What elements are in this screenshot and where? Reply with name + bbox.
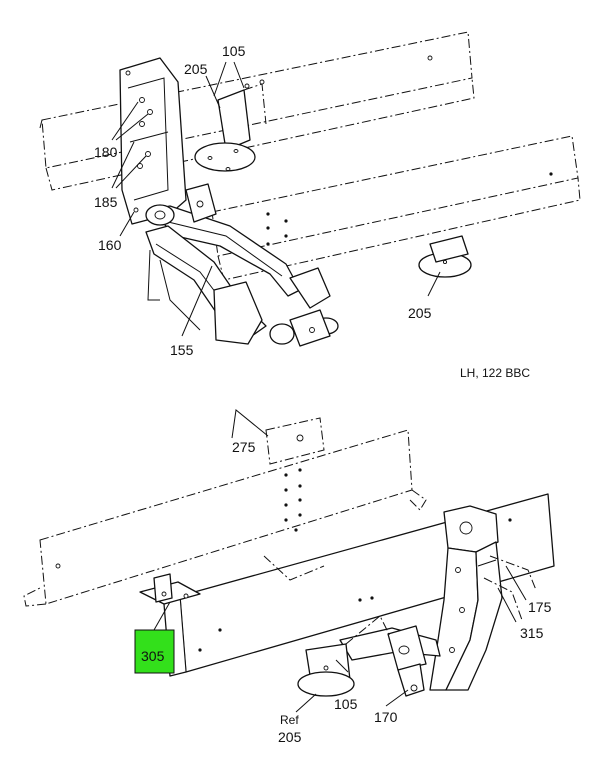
view-caption: LH, 122 BBC: [460, 366, 530, 380]
lower-hanger-bracket: [429, 505, 503, 691]
callout-205-lower: 205: [278, 729, 302, 745]
callout-170: 170: [374, 709, 398, 725]
callout-315: 315: [520, 625, 544, 641]
upper-frame-rail-rear: [39, 31, 475, 191]
callout-205-upper-left: 205: [184, 61, 208, 77]
upper-view: 105 205 180 185 160 155 205 LH, 122 BBC: [39, 31, 581, 380]
highlighted-callout-box[interactable]: [134, 629, 175, 674]
callout-205-upper-right: 205: [408, 305, 432, 321]
lower-frame-rail-back: [23, 429, 427, 607]
lower-lever-assembly: [297, 615, 441, 697]
callout-180: 180: [94, 144, 118, 160]
upper-mount-pad-left: [194, 83, 267, 172]
callout-105-lower: 105: [334, 696, 358, 712]
upper-mount-pad-right: [418, 235, 472, 278]
callout-160: 160: [98, 237, 122, 253]
callout-275: 275: [232, 439, 256, 455]
lower-crossmember-275: [265, 417, 325, 465]
lower-leaders: [153, 409, 527, 713]
callout-305[interactable]: 305: [141, 648, 165, 664]
callout-ref-label: Ref: [280, 713, 299, 727]
lower-phantom-lines: [263, 555, 537, 621]
lower-view: 305 275 175 315 105 170 Ref 205: [23, 409, 555, 745]
upper-frame-rail-front: [211, 135, 581, 281]
upper-vertical-bracket: [119, 57, 187, 225]
callout-185: 185: [94, 194, 118, 210]
callout-155: 155: [170, 342, 194, 358]
upper-leaders: [111, 61, 441, 337]
callout-175: 175: [528, 599, 552, 615]
lower-bracket-305: [139, 573, 201, 605]
upper-lever-assembly: [145, 183, 339, 347]
callout-105-upper: 105: [222, 43, 246, 59]
